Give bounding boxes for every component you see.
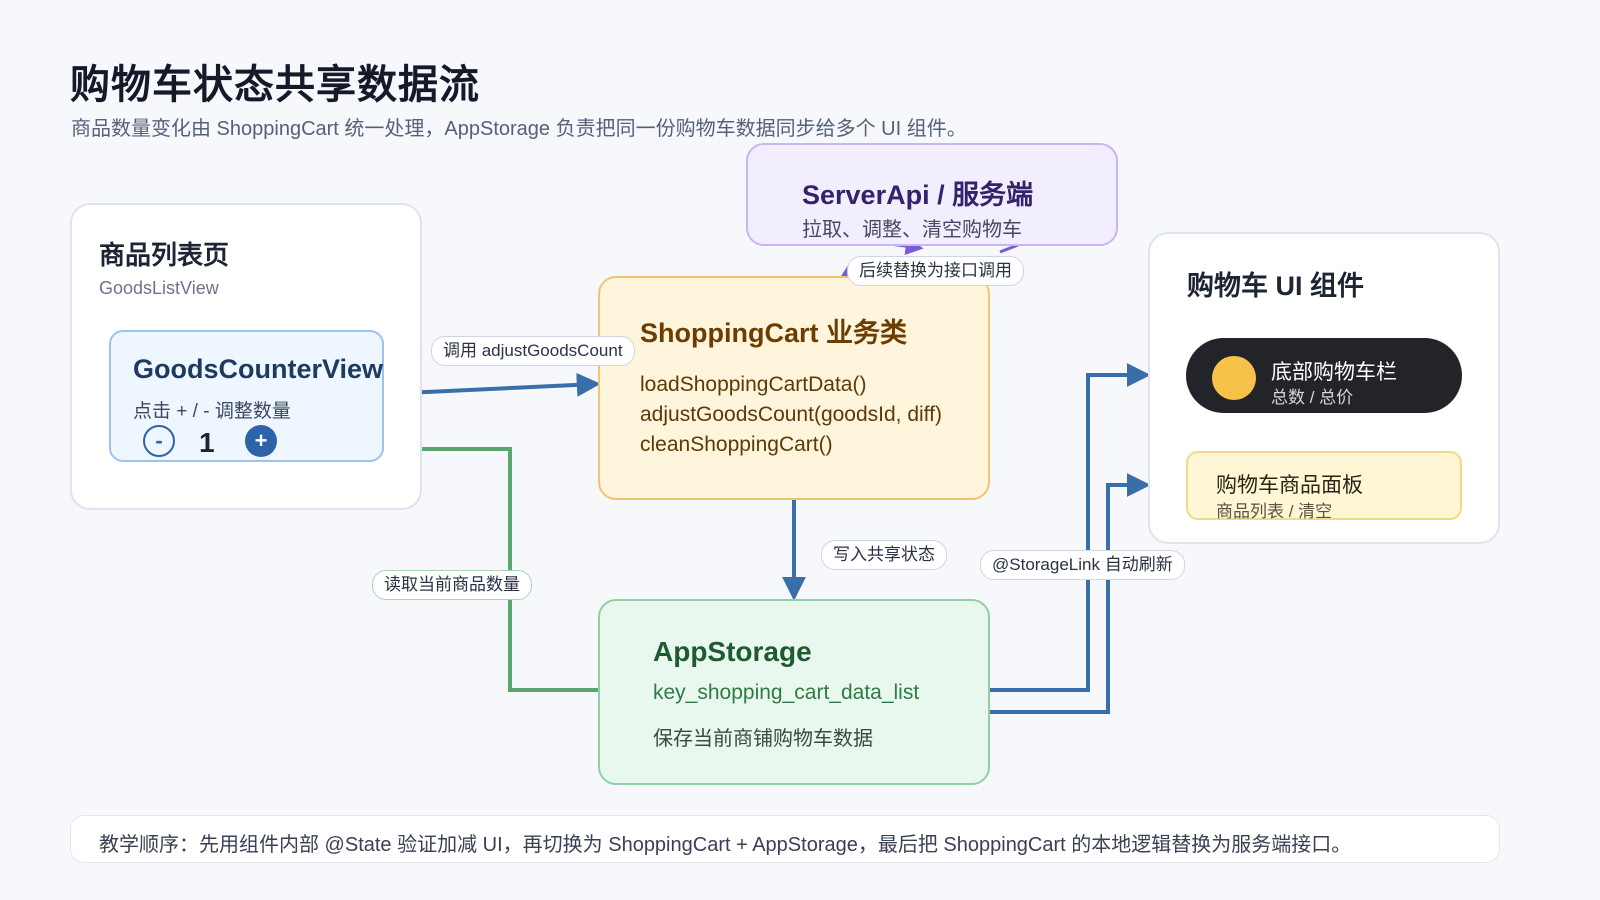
goods-panel-title: 购物车商品面板 <box>1216 474 1363 497</box>
bottom-bar-subtitle: 总数 / 总价 <box>1271 388 1354 407</box>
shopping-cart-title: ShoppingCart 业务类 <box>640 318 907 348</box>
plus-button[interactable]: + <box>245 425 277 457</box>
cart-goods-panel[interactable]: 购物车商品面板 商品列表 / 清空 <box>1186 451 1462 521</box>
method-load: loadShoppingCartData() <box>640 373 867 396</box>
app-storage-key: key_shopping_cart_data_list <box>653 681 920 704</box>
goods-list-title: 商品列表页 <box>99 240 230 270</box>
footer-note-text: 教学顺序：先用组件内部 @State 验证加减 UI，再切换为 Shopping… <box>99 834 1352 856</box>
minus-button[interactable]: - <box>143 425 175 457</box>
edge-read-arrow <box>381 437 598 692</box>
edge-storagelink-bar-arrow <box>990 363 1151 692</box>
page-title: 购物车状态共享数据流 <box>70 63 480 107</box>
app-storage-card: AppStorage key_shopping_cart_data_list 保… <box>598 599 990 785</box>
edge-label-write: 写入共享状态 <box>821 540 947 570</box>
quantity-value: 1 <box>199 427 215 458</box>
goods-list-subtitle: GoodsListView <box>99 278 219 298</box>
goods-panel-subtitle: 商品列表 / 清空 <box>1216 502 1333 521</box>
counter-description: 点击 + / - 调整数量 <box>133 401 291 422</box>
cart-ui-title: 购物车 UI 组件 <box>1187 271 1365 301</box>
goods-counter-view: GoodsCounterView 点击 + / - 调整数量 - 1 + <box>109 330 384 462</box>
edge-label-adjust: 调用 adjustGoodsCount <box>431 336 635 366</box>
counter-title: GoodsCounterView <box>133 354 384 384</box>
shopping-cart-card: ShoppingCart 业务类 loadShoppingCartData() … <box>598 276 990 500</box>
bottom-bar-title: 底部购物车栏 <box>1271 361 1397 384</box>
edge-label-api: 后续替换为接口调用 <box>847 256 1024 286</box>
app-storage-description: 保存当前商铺购物车数据 <box>653 728 873 750</box>
edge-label-storage-link: @StorageLink 自动刷新 <box>980 550 1185 580</box>
page-subtitle: 商品数量变化由 ShoppingCart 统一处理，AppStorage 负责把… <box>71 118 967 140</box>
edge-api-arrow-down <box>999 243 1019 254</box>
server-api-description: 拉取、调整、清空购物车 <box>802 219 1022 241</box>
method-adjust: adjustGoodsCount(goodsId, diff) <box>640 403 942 426</box>
server-api-title: ServerApi / 服务端 <box>802 180 1034 210</box>
cart-dot-icon <box>1212 356 1256 400</box>
bottom-cart-bar[interactable]: 底部购物车栏 总数 / 总价 <box>1186 338 1462 413</box>
app-storage-title: AppStorage <box>653 636 812 667</box>
edge-label-read: 读取当前商品数量 <box>372 570 532 600</box>
edge-storagelink-panel-arrow <box>990 473 1151 714</box>
server-api-card: ServerApi / 服务端 拉取、调整、清空购物车 <box>746 143 1118 246</box>
method-clean: cleanShoppingCart() <box>640 433 833 456</box>
footer-note: 教学顺序：先用组件内部 @State 验证加减 UI，再切换为 Shopping… <box>70 815 1500 863</box>
